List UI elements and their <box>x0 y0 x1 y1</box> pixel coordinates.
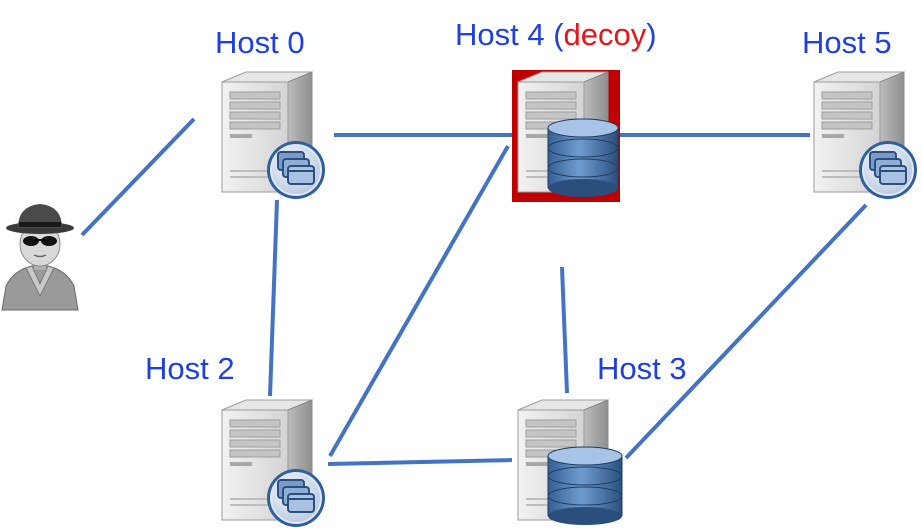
file-server-icon <box>813 71 917 199</box>
host-4-decoy-server <box>512 70 620 202</box>
decoy-tag: decoy <box>563 17 647 52</box>
link-host4-host3 <box>560 266 569 394</box>
database-server-icon <box>512 70 620 202</box>
file-server-icon <box>221 399 325 527</box>
attacker-spy-icon <box>0 200 80 312</box>
host-4-label-suffix: ) <box>646 17 657 52</box>
database-server-icon <box>517 399 623 525</box>
link-host5-host3 <box>624 203 868 460</box>
host-3-label: Host 3 <box>597 351 687 386</box>
host-5-label: Host 5 <box>802 25 892 60</box>
host-3-server <box>512 398 630 530</box>
host-2-label: Host 2 <box>145 351 235 386</box>
host-0-label: Host 0 <box>215 25 305 60</box>
link-host0-host2 <box>268 199 279 397</box>
host-4-label: Host 4 (decoy) <box>455 18 657 52</box>
host-5-server <box>808 70 923 202</box>
link-attacker-host0 <box>80 117 196 237</box>
host-0-server <box>216 70 334 202</box>
link-host2-host3 <box>327 458 513 466</box>
host-4-label-text: Host 4 ( <box>455 17 564 52</box>
link-host4-host2 <box>328 145 510 457</box>
host-2-server <box>216 398 334 530</box>
file-server-icon <box>221 71 325 199</box>
